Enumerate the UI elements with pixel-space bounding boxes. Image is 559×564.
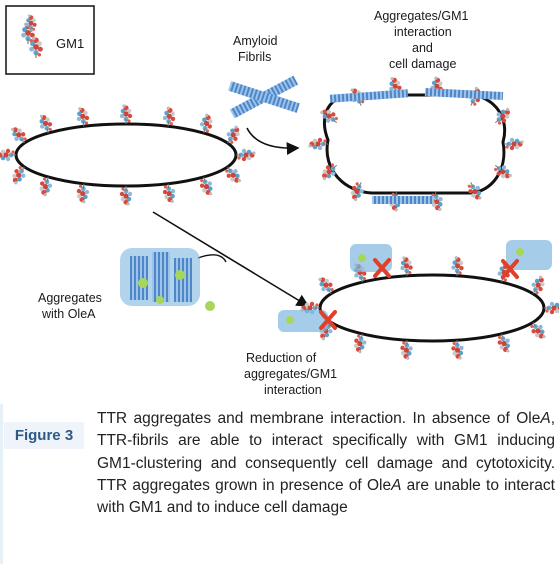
caption-accent-bar <box>0 404 3 564</box>
interaction-label-2: interaction <box>394 25 452 39</box>
caption-text: TTR aggregates and membrane interaction.… <box>97 410 555 517</box>
interaction-label-4: cell damage <box>389 57 456 71</box>
gm1-molecule-icon <box>399 339 414 361</box>
gm1-molecule-icon <box>235 148 257 162</box>
gm1-molecule-icon <box>399 255 414 277</box>
legend-label: GM1 <box>56 36 84 51</box>
figure-illustration: GM1 Amyloid Fibrils Aggregates/GM1 inter… <box>0 5 559 397</box>
gm1-molecule-icon <box>503 137 525 151</box>
gm1-molecule-icon <box>161 105 178 128</box>
figure-number-badge: Figure 3 <box>4 422 84 449</box>
gm1-molecule-icon <box>119 103 133 125</box>
reduction-label-1: Reduction of <box>246 351 317 365</box>
gm1-molecule-icon <box>161 182 178 205</box>
gm1-molecule-icon <box>74 105 91 128</box>
reduction-label-2: aggregates/GM1 <box>244 367 337 381</box>
gm1-molecule-icon <box>119 185 133 207</box>
olea-label-1: Aggregates <box>38 291 102 305</box>
arrow-icon <box>246 127 300 155</box>
arrow-icon <box>152 211 310 307</box>
olea-aggregate-icon <box>120 248 215 311</box>
gm1-molecule-icon <box>450 255 465 277</box>
gm1-molecule-icon <box>490 104 515 128</box>
fibrils-label-1: Amyloid <box>233 34 278 48</box>
olea-label-2: with OleA <box>41 307 96 321</box>
amyloid-fibril-icon <box>228 75 300 119</box>
gm1-molecule-icon <box>74 182 91 205</box>
gm1-molecule-icon <box>307 137 329 151</box>
interaction-label-1: Aggregates/GM1 <box>374 9 469 23</box>
membrane-protected <box>278 240 559 361</box>
x-mark-icon <box>319 258 519 330</box>
membrane-initial <box>0 103 257 207</box>
membrane-damaged <box>307 75 525 213</box>
reduction-label-3: interaction <box>264 383 322 397</box>
gm1-molecule-icon <box>0 148 17 162</box>
gm1-legend: GM1 <box>5 5 95 75</box>
interaction-label-3: and <box>412 41 433 55</box>
figure-caption: Figure 3 TTR aggregates and membrane int… <box>0 404 559 564</box>
gm1-molecule-icon <box>450 339 465 361</box>
fibrils-label-2: Fibrils <box>238 50 271 64</box>
gm1-molecule-icon <box>543 301 559 315</box>
